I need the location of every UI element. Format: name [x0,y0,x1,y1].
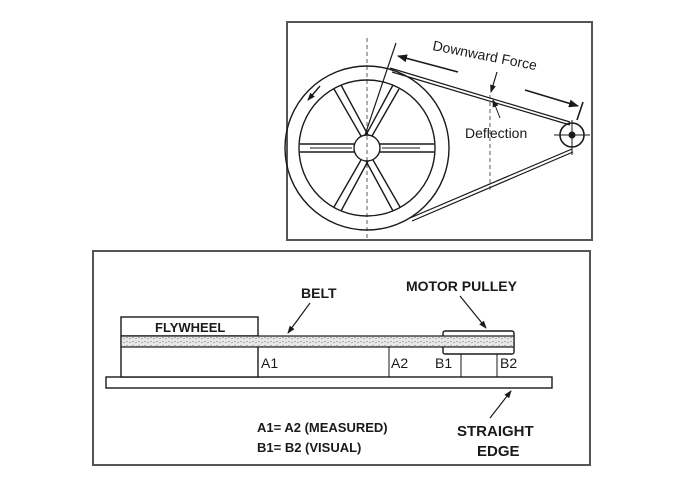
deflection-arrow-down-icon [490,71,498,93]
belt-label: BELT [301,285,337,301]
motor-pulley-label: MOTOR PULLEY [406,278,518,294]
belt-top-view [389,67,574,222]
straight-edge-line [364,42,397,136]
belt-side-view [120,335,515,348]
flywheel-spokes [300,84,434,212]
note-measured: A1= A2 (MEASURED) [257,420,388,435]
measurement-lines [257,347,498,377]
force-arrow-left-icon [397,54,459,73]
b1-label: B1 [435,355,452,371]
force-arrow-right-icon [524,89,579,108]
straight-edge-bar [105,376,553,389]
straight-edge-pointer-arrow-icon [489,390,512,419]
b2-label: B2 [500,355,517,371]
flywheel-label: FLYWHEEL [155,320,225,335]
deflection-label: Deflection [465,125,527,141]
a1-label: A1 [261,355,278,371]
straight-edge-label-line2: EDGE [477,443,520,460]
top-diagram-panel: Downward Force Deflection [284,21,593,241]
bottom-diagram-panel: FLYWHEEL A1 A2 B1 B2 BELT MOTOR PULLEY S… [92,250,591,466]
motor-pulley-small [554,120,590,155]
deflection-arrow-up-icon [492,99,501,119]
rotation-arrow-icon [307,85,321,101]
belt-pointer-arrow-icon [287,302,311,334]
note-visual: B1= B2 (VISUAL) [257,440,361,455]
motor-pulley-pointer-arrow-icon [459,295,487,329]
straight-edge-label-line1: STRAIGHT [457,423,534,440]
flywheel-wheel [284,65,450,231]
a2-label: A2 [391,355,408,371]
top-panel-frame [286,21,593,241]
pulley-tick [576,101,584,121]
